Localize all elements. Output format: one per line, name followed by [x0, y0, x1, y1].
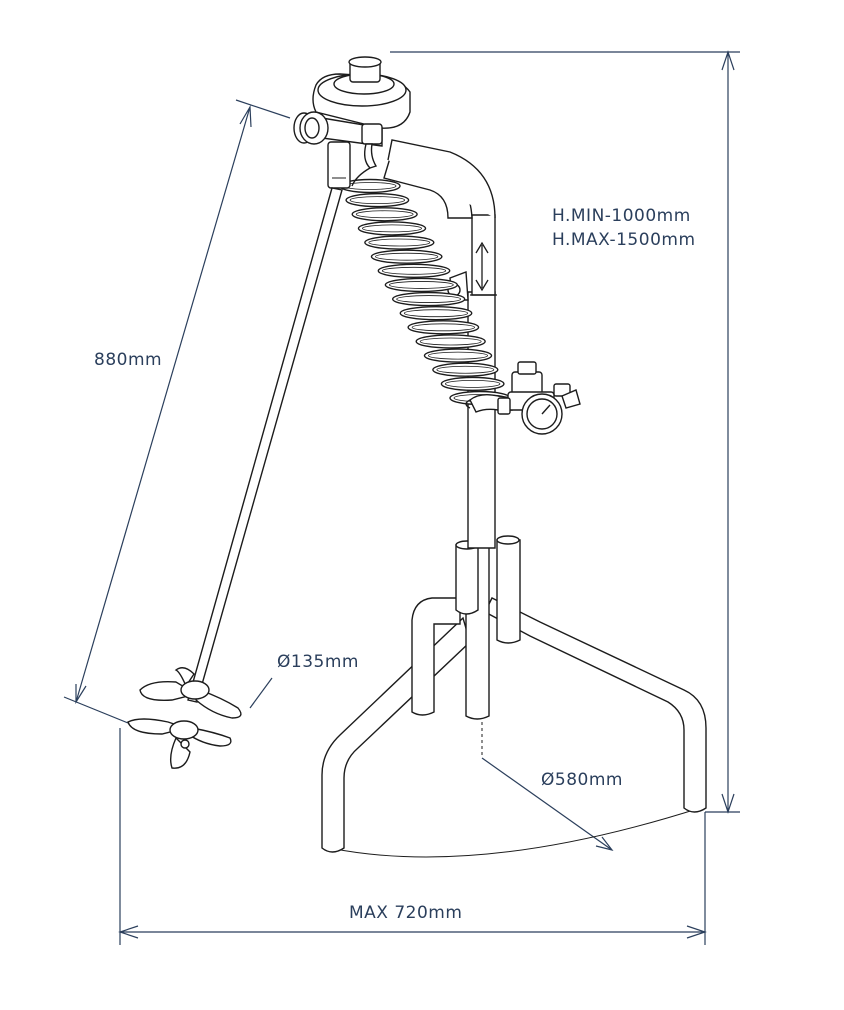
coil-loop-inner	[396, 295, 462, 303]
coil-loop	[364, 235, 435, 250]
coil-loop-inner	[368, 238, 431, 247]
coil-loop-inner	[375, 252, 439, 261]
tripod-base	[321, 535, 707, 858]
shaft-length-label: 880mm	[94, 350, 163, 370]
coil-loop	[415, 334, 486, 349]
coil-loop	[377, 263, 451, 278]
air-regulator	[469, 361, 581, 435]
impeller-diameter-label: Ø135mm	[277, 652, 359, 672]
main-column	[383, 139, 497, 549]
coil-loop	[370, 249, 443, 264]
impeller	[127, 667, 242, 769]
coil-loop-inner	[388, 281, 454, 289]
coil-loop	[357, 221, 427, 236]
coil-loop-inner	[355, 210, 414, 219]
height-max-label: H.MAX-1500mm	[552, 230, 696, 250]
coil-loop	[351, 207, 418, 222]
base-diameter-label: Ø580mm	[541, 770, 623, 790]
coil-loop-inner	[428, 351, 488, 360]
hose-lead-top	[351, 167, 371, 187]
coil-loop	[407, 320, 480, 335]
mixer-shaft	[187, 187, 343, 703]
coil-loop	[384, 277, 459, 293]
coil-loop	[423, 348, 493, 363]
coil-loop-inner	[403, 309, 469, 318]
coil-hose	[339, 167, 511, 409]
coil-loop-inner	[411, 323, 475, 332]
height-min-label: H.MIN-1000mm	[552, 206, 691, 226]
air-motor	[293, 56, 411, 189]
coil-loop	[399, 306, 473, 321]
max-width-label: MAX 720mm	[349, 903, 463, 923]
coil-loop	[432, 362, 499, 377]
coil-loop	[391, 291, 466, 307]
hose-lead-bottom	[465, 399, 471, 409]
coil-loop	[440, 376, 505, 392]
coil-loop	[345, 192, 410, 208]
coil-loop-inner	[362, 224, 422, 233]
coil-loop-inner	[349, 196, 405, 205]
coil-loop-inner	[445, 379, 501, 388]
coil-loop-inner	[419, 337, 482, 346]
dimension-lines	[63, 50, 740, 945]
coil-loop-inner	[436, 365, 495, 374]
coil-loop-inner	[381, 266, 447, 275]
